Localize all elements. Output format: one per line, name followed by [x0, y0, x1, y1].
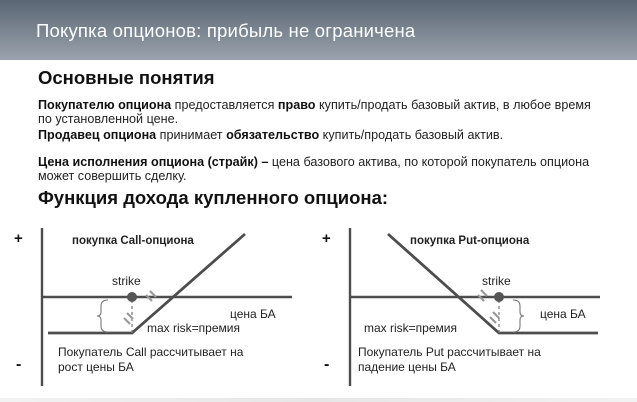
buyer-text-line2: по установленной цене.: [38, 112, 179, 126]
put-title: покупка Put-опциона: [410, 235, 530, 247]
call-payoff-line: [48, 232, 246, 335]
buyer-term: Покупателю опциона: [38, 98, 172, 112]
seller-text-b: купить/продать базовый актив.: [319, 128, 504, 142]
call-minus-sign: -: [16, 356, 21, 373]
put-strike-label: strike: [482, 274, 511, 288]
strike-text-line2: может совершить сделку.: [38, 169, 187, 183]
put-minus-sign: -: [324, 356, 329, 373]
footer-divider: [0, 398, 637, 402]
seller-text-a: принимает: [156, 128, 227, 142]
call-note-line1: Покупатель Call рассчитывает на: [58, 345, 244, 359]
call-break-mark: [123, 290, 157, 325]
paragraph-seller: Продавец опциона принимает обязательство…: [38, 128, 628, 142]
basics-title: Основные понятия: [38, 67, 215, 88]
call-plus-sign: +: [14, 230, 23, 247]
put-axis-label: цена БА: [540, 307, 586, 321]
put-strike-dot: [494, 292, 504, 302]
put-note-line1: Покупатель Put рассчитывает на: [358, 345, 541, 359]
right-term: право: [277, 98, 316, 112]
page-title: Покупка опционов: прибыль не ограничена: [36, 20, 416, 41]
put-break-mark: [477, 289, 500, 324]
call-title: покупка Call-опциона: [72, 235, 194, 247]
payoff-title: Функция дохода купленного опциона:: [38, 187, 389, 208]
put-note-line2: падение цены БА: [358, 360, 456, 374]
put-plus-sign: +: [322, 230, 331, 247]
paragraph-strike: Цена исполнения опциона (страйк) – цена …: [38, 155, 628, 183]
call-strike-label: strike: [112, 274, 141, 288]
header-bar: Покупка опционов: прибыль не ограничена: [0, 0, 637, 60]
call-risk-label: max risk=премия: [147, 321, 240, 335]
put-premium-brace: [512, 299, 525, 333]
buyer-text-b: купить/продать базовый актив, в любое вр…: [315, 98, 591, 112]
buyer-text-a: предоставляется: [171, 98, 278, 112]
call-note-line2: рост цены БА: [58, 360, 134, 374]
put-risk-label: max risk=премия: [364, 321, 457, 335]
put-diagram: + - покупка Put-опциона strike цена БА m…: [322, 228, 600, 386]
call-axis-label: цена БА: [230, 307, 276, 321]
call-diagram: + - покупка Call-опциона strike цена БА …: [14, 228, 292, 386]
call-premium-brace: [96, 299, 109, 333]
obligation-term: обязательство: [226, 128, 320, 142]
call-strike-dot: [127, 292, 137, 302]
seller-term: Продавец опциона: [38, 128, 157, 142]
strike-text-a: цена базового актива, по которой покупат…: [268, 155, 590, 169]
paragraph-buyer: Покупателю опциона предоставляется право…: [38, 98, 628, 126]
strike-term: Цена исполнения опциона (страйк) –: [38, 155, 269, 169]
